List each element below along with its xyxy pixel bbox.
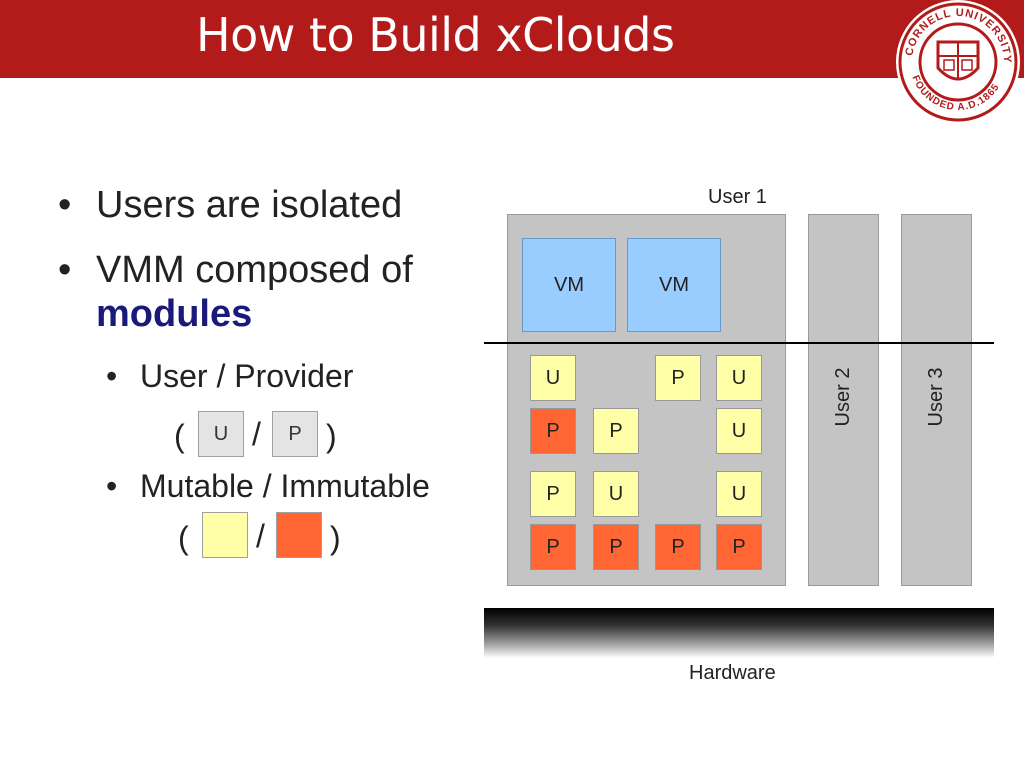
vm-box: VM (522, 238, 616, 332)
cornell-seal-logo: CORNELL UNIVERSITY FOUNDED A.D.1865 (896, 0, 1020, 124)
bullet-text: User / Provider (140, 358, 354, 394)
user2-panel (808, 214, 879, 586)
module-box: U (716, 408, 762, 454)
bullet-text: Mutable / Immutable (140, 468, 430, 504)
user1-label: User 1 (708, 186, 767, 208)
vm-box: VM (627, 238, 721, 332)
legend-close-paren: ) (330, 520, 341, 556)
module-box: U (716, 471, 762, 517)
module-box: P (530, 524, 576, 570)
legend-close-paren: ) (326, 418, 337, 454)
hypervisor-divider-line (484, 342, 994, 344)
user3-panel (901, 214, 972, 586)
bullet-dot: • (58, 249, 72, 291)
header-bar (0, 0, 1024, 78)
module-box: P (530, 471, 576, 517)
legend-user-box: U (198, 411, 244, 457)
module-box: P (655, 524, 701, 570)
legend-open-paren: ( (178, 520, 189, 556)
legend-slash: / (252, 416, 261, 452)
subbullet-user-provider: • User / Provider (106, 356, 353, 396)
bullet-text: VMM composed of (96, 249, 413, 291)
bullet-text: Users are isolated (96, 184, 403, 226)
legend-user-provider: ( U / P ) (0, 0, 337, 457)
bullet-emphasis: modules (96, 293, 253, 335)
slide-title: How to Build xClouds (196, 8, 675, 62)
module-box: U (530, 355, 576, 401)
legend-mutable-swatch (202, 512, 248, 558)
hardware-bar (484, 608, 994, 658)
module-box: P (655, 355, 701, 401)
user3-label: User 3 (925, 367, 947, 427)
bullet-users-isolated: • Users are isolated (58, 182, 402, 228)
legend-slash: / (256, 518, 265, 554)
module-box: P (530, 408, 576, 454)
user2-label: User 2 (832, 367, 854, 427)
bullet-dot: • (58, 184, 72, 226)
bullet-dot: • (106, 358, 118, 394)
subbullet-mutable-immutable: • Mutable / Immutable (106, 466, 430, 506)
legend-immutable-swatch (276, 512, 322, 558)
module-box: U (593, 471, 639, 517)
module-box: P (716, 524, 762, 570)
legend-mutable-immutable: ( / ) (0, 0, 341, 558)
module-box: P (593, 408, 639, 454)
module-box: P (593, 524, 639, 570)
bullet-dot: • (106, 468, 118, 504)
module-box: U (716, 355, 762, 401)
legend-open-paren: ( (174, 418, 185, 454)
hardware-label: Hardware (689, 662, 776, 684)
legend-provider-box: P (272, 411, 318, 457)
bullet-vmm-modules: • VMM composed of modules (58, 248, 458, 336)
